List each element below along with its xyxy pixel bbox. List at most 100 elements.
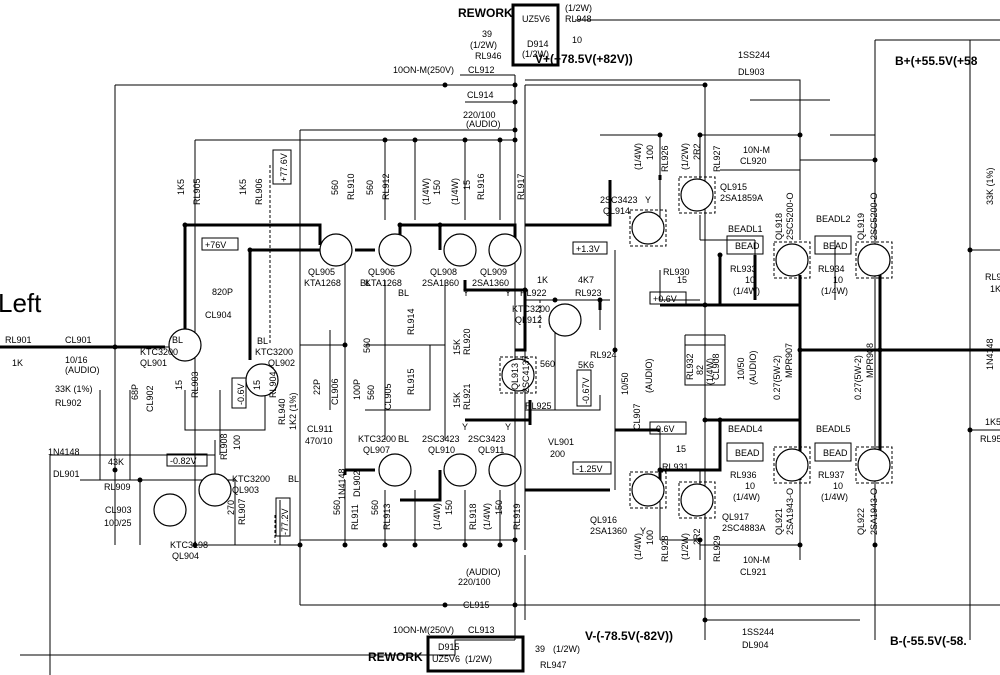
components-rl947_val-label: 39 [535, 644, 545, 654]
components-cl912-label: CL912 [468, 65, 495, 75]
components-rl946_pw-label: (1/2W) [470, 40, 497, 50]
components-rl948_pw-label: (1/2W) [565, 3, 592, 13]
components-rl921_val-label: 15K [452, 392, 462, 408]
transistors-0-grade-label: BL [172, 335, 183, 345]
components-rl926_pw-label: (1/4W) [633, 143, 643, 170]
components-rl908-label: RL908 [219, 433, 229, 460]
components-cl911_val-label: 470/10 [305, 436, 333, 446]
transistor-ql901 [168, 328, 202, 362]
transistors-14-ref-label: QL915 [720, 182, 747, 192]
components-cl920-label: CL920 [740, 156, 767, 166]
components-rl903_val-label: 15 [174, 380, 184, 390]
top-resistor-labels: 1K5 RL905 1K5 RL906 560 RL910 560 RL912 … [176, 143, 722, 205]
transistor-ql922 [857, 448, 891, 482]
transistor-ql916 [631, 473, 665, 507]
components-beadl5-label: BEADL5 [816, 424, 851, 434]
components-rl920_val-label: 15K [452, 339, 462, 355]
components-dl904_val-label: 1SS244 [742, 627, 774, 637]
transistors-15-grade-label: Y [640, 526, 646, 536]
components-rl911-label: RL911 [350, 504, 360, 530]
transistors-7-part-label: 2SA1360 [422, 278, 459, 288]
components-rl909_val-label: 43K [108, 457, 124, 467]
components-rl923_val-label: 4K7 [578, 275, 594, 285]
components-audio-label: (AUDIO) [466, 119, 501, 129]
dashed-lines [269, 165, 541, 545]
transistors-8-ref-label: QL909 [480, 267, 507, 277]
heatsink-boxes [499, 176, 893, 519]
components-rl932-label: RL932 [685, 353, 695, 380]
components-rl922_val-label: 1K [537, 275, 548, 285]
components-rl95_edge_val-label: 1K5 [985, 417, 1000, 427]
components-cl904_val-label: 820P [212, 287, 233, 297]
transistor-ql914 [631, 211, 665, 245]
components-cl921_val-label: 10N-M [743, 555, 770, 565]
components-r33k_edge-label: 33K (1%) [985, 167, 995, 205]
transistors-13-grade-label: Y [645, 195, 651, 205]
components-rl940-label: RL940 [277, 398, 287, 425]
components-rl934-label: RL934 [818, 264, 845, 274]
components-dl901_val-label: 1N4148 [48, 447, 80, 457]
transistors-0-part-label: KTC3200 [140, 347, 178, 357]
components-cl920_val-label: 10N-M [743, 145, 770, 155]
voltage-label-06p: +0.6V [653, 294, 677, 304]
components-cl912_val-label: 10ON-M(250V) [393, 65, 454, 75]
components-dl902-label: DL902 [352, 470, 362, 497]
transistors-0-ref-label: QL901 [140, 358, 167, 368]
transistors-11-ref-label: QL912 [515, 315, 542, 325]
transistors-4-grade-label: BL [360, 278, 371, 288]
components-cl901_val-label: 10/16 [65, 355, 88, 365]
transistor-ql909 [488, 233, 522, 267]
transistors-8-part-label: 2SA1360 [472, 278, 509, 288]
components-n4148_edge-label: 1N4148 [985, 338, 995, 370]
transistor-ql913 [501, 358, 535, 392]
components-cl907_audio-label: (AUDIO) [644, 359, 654, 394]
components-rl918_val-label: 150 [444, 500, 454, 515]
transistors-16-part-label: 2SC4883A [722, 523, 766, 533]
bminus-rail-label: B-(-55.5V(-58. [890, 634, 967, 648]
components-rl919_pw-label: (1/4W) [482, 503, 492, 530]
components-d915-label: D915 [438, 642, 460, 652]
transistors-13-ref-label: QL914 [603, 206, 630, 216]
rework-label-bottom: REWORK [368, 650, 423, 664]
transistors-3-part-label: KTC3198 [170, 540, 208, 550]
transistors-20-part-label: 2SA1943-O [869, 488, 879, 535]
components-rl917-label: RL917 [516, 173, 526, 200]
components-rl915-label: RL915 [406, 368, 416, 395]
components-rl916-label: RL916 [476, 173, 486, 200]
components-mpr907_val-label: 0.27(5W-2) [772, 355, 782, 400]
components-vl901_val-label: 200 [550, 449, 565, 459]
components-rl936_pw-label: (1/4W) [733, 492, 760, 502]
components-rl930_val-label: 15 [677, 275, 687, 285]
components-rl932_pw-label: (1/4W) [705, 358, 715, 385]
components-rl919_val-label: 150 [494, 500, 504, 515]
components-cl914_val-label: 220/100 [463, 110, 496, 120]
components-rl904_val-label: 15 [252, 380, 262, 390]
components-rl916_val-label: 150 [432, 180, 442, 195]
components-cl913-label: CL913 [468, 625, 495, 635]
components-rl937-label: RL937 [818, 470, 845, 480]
components-rl917_val-label: 15 [462, 180, 472, 190]
components-rl931-label: RL931 [662, 462, 689, 472]
components-rl929-label: RL929 [712, 535, 722, 562]
transistors-18-ref-label: QL919 [856, 213, 866, 240]
components-rl908_val-label: 100 [232, 435, 242, 450]
voltage-label-067: -0.67V [581, 377, 591, 404]
transistors-6-part-label: KTC3200 [358, 434, 396, 444]
components-rl901_val-label: 1K [12, 358, 23, 368]
components-rl911_val-label: 560 [332, 500, 342, 515]
components-bead-label: BEAD [823, 448, 848, 458]
transistors-17-ref-label: QL918 [774, 213, 784, 240]
components-rl946_val-label: 39 [482, 29, 492, 39]
components-rl928-label: RL928 [660, 535, 670, 562]
components-cl907_val-label: 10/50 [620, 372, 630, 395]
transistors-12-part-label: 2SC4137 [521, 355, 531, 393]
transistor-ql908 [443, 233, 477, 267]
components-rl918-label: RL918 [468, 503, 478, 530]
transistor-symbols [153, 178, 891, 527]
components-rl923-label: RL923 [575, 288, 602, 298]
transistors-1-grade-label: BL [257, 336, 268, 346]
transistor-ql915 [680, 178, 714, 212]
transistors-7-ref-label: QL908 [430, 267, 457, 277]
